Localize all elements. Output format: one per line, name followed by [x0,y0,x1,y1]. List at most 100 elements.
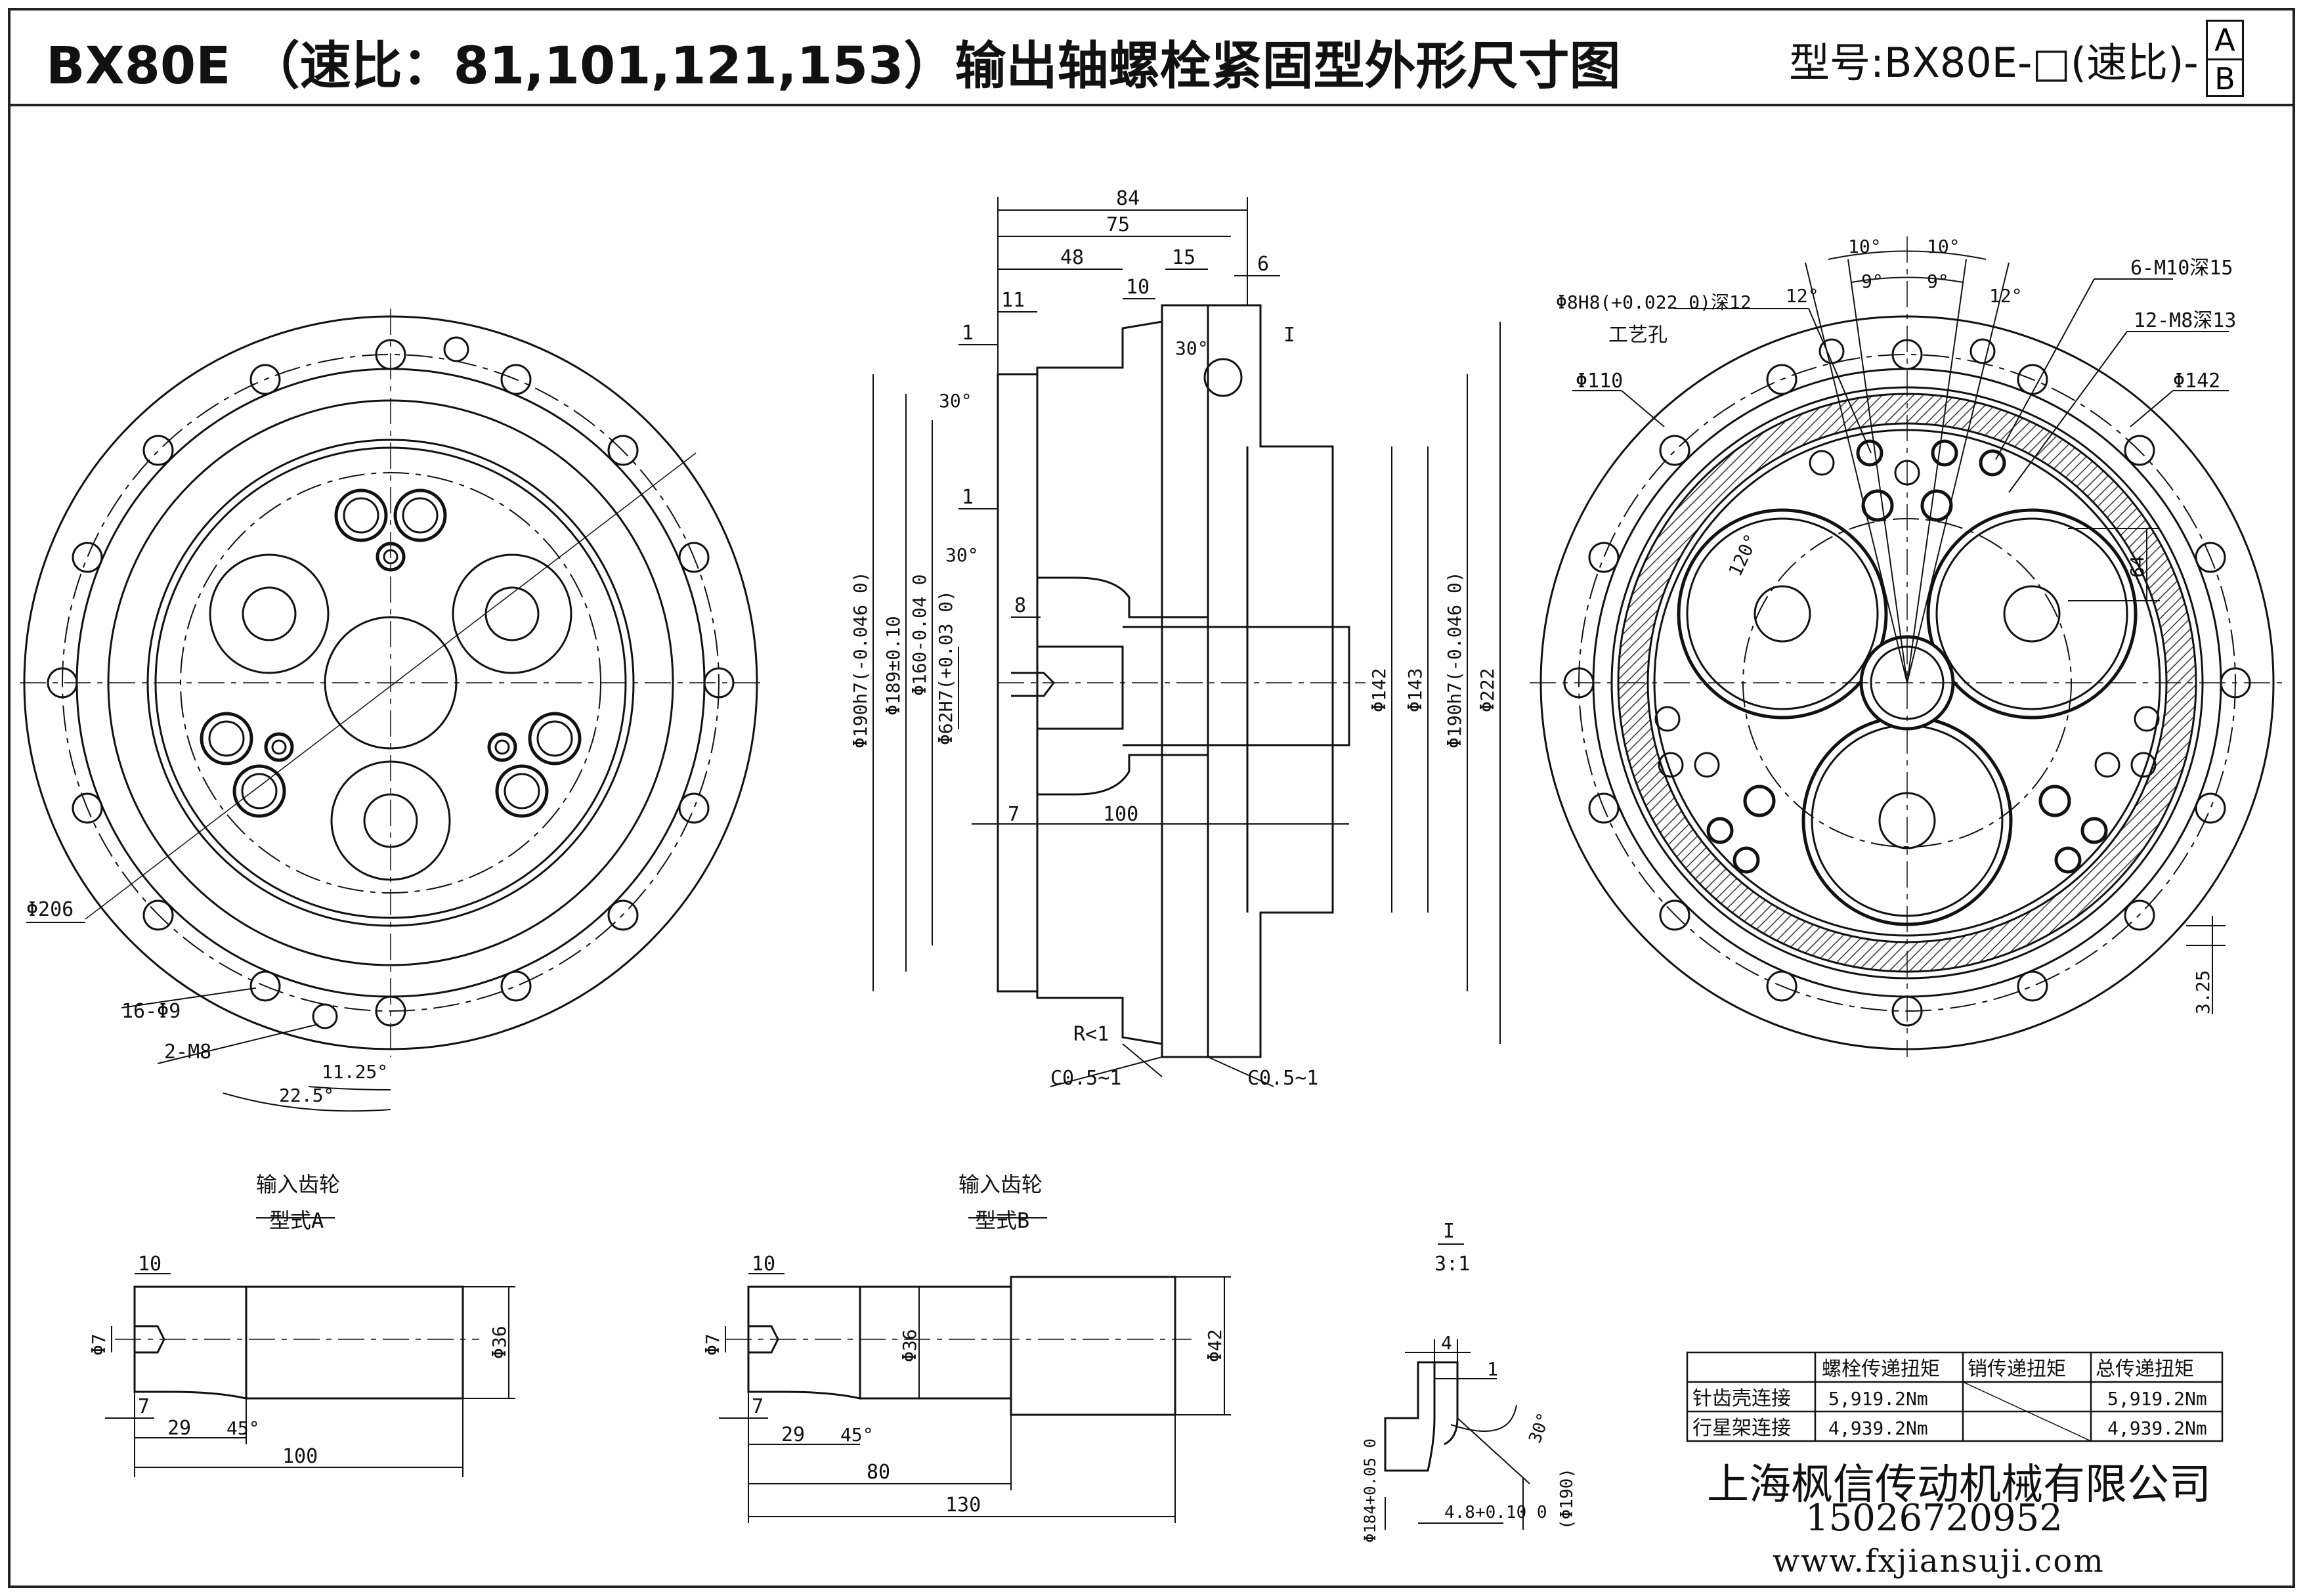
row2-name: 行星架连接 [1692,1417,1791,1440]
gear-a-d10: 10 [138,1253,161,1276]
sec-v160: Φ160-0.04 0 [909,574,930,696]
sec-d48: 48 [1060,246,1084,269]
rear-a12b: 12° [1989,285,2023,307]
planet-bore-1 [242,586,297,641]
sec-v190b: Φ190h7(-0.046 0) [1444,571,1465,748]
gear-a-d7v: Φ7 [88,1333,110,1356]
title-bar [8,8,2295,106]
detail-label: I [1443,1220,1455,1243]
gear-b-d7: 7 [752,1395,764,1418]
th-total: 总传递扭矩 [2096,1358,2194,1381]
sec-a30b: 30° [939,390,972,412]
planet-gear-1 [209,553,330,674]
rear-planet-1 [1677,508,1888,720]
detail-d1: 1 [1487,1358,1498,1380]
sec-d8: 8 [1014,594,1026,617]
planet-gear-2 [452,553,572,674]
rear-m10: 6-M10深15 [2130,257,2233,280]
front-m8: 2-M8 [164,1041,211,1064]
front-a225: 22.5° [279,1085,334,1106]
sec-d84: 84 [1116,187,1140,210]
rear-d8h8: Φ8H8(+0.022 0)深12 [1556,291,1752,313]
th-bolt: 螺栓传递扭矩 [1822,1358,1940,1381]
detail-d190: (Φ190) [1557,1468,1577,1530]
rear-d142: Φ142 [2173,370,2220,393]
rear-a10a: 10° [1848,236,1882,257]
front-d206: Φ206 [26,898,74,921]
rear-m8: 12-M8深13 [2134,309,2236,332]
detail-i-drawing [1384,1243,1530,1530]
gear-b-labels: 输入齿轮 型式B 10 Φ7 Φ36 Φ42 7 29 45° 80 130 [702,1172,1226,1517]
sec-v142: Φ142 [1368,668,1390,712]
drawing-border [8,8,2295,1588]
row1-total: 5,919.2Nm [2107,1388,2207,1410]
sec-d100: 100 [1103,803,1138,826]
sec-v222: Φ222 [1476,668,1498,712]
gear-a-heading: 输入齿轮 [256,1172,340,1197]
row2-bolt: 4,939.2Nm [1828,1417,1928,1439]
sec-c05b: C0.5~1 [1247,1067,1318,1090]
gear-a-a45: 45° [226,1417,260,1439]
sec-v190a: Φ190h7(-0.046 0) [850,571,871,748]
sec-d10: 10 [1126,276,1150,299]
gear-b-d36: Φ36 [899,1329,920,1362]
front-view-labels: Φ206 16-Φ9 2-M8 11.25° 22.5° [26,898,388,1106]
th-pin: 销传递扭矩 [1968,1358,2066,1381]
gear-b-heading: 输入齿轮 [958,1172,1043,1197]
rear-a9b: 9° [1927,270,1949,292]
company-name: 上海枫信传动机械有限公司 [1707,1461,2211,1509]
sec-d15: 15 [1172,246,1195,269]
detail-d48: 4.8+0.10 0 [1444,1503,1547,1522]
detail-d4: 4 [1441,1332,1452,1354]
gear-a-labels: 输入齿轮 型式A 10 Φ7 Φ36 7 29 45° 100 [88,1172,510,1468]
rear-a12a: 12° [1786,285,1819,307]
gear-a-d29: 29 [167,1417,191,1440]
sec-d1a: 1 [962,322,974,345]
torque-table-text: 螺栓传递扭矩 销传递扭矩 总传递扭矩 针齿壳连接 5,919.2Nm 5,919… [1692,1358,2207,1440]
gear-b-d80: 80 [867,1461,890,1484]
drawing-title: BX80E （速比：81,101,121,153）输出轴螺栓紧固型外形尺寸图 [46,37,1621,96]
gear-a-d100: 100 [282,1445,318,1468]
rear-bolt-holes [1654,439,2160,874]
row2-total: 4,939.2Nm [2107,1417,2207,1439]
sec-a30a: 30° [1175,337,1209,359]
sec-d11: 11 [1001,289,1025,312]
torque-table [1686,1351,2224,1442]
rear-view [1530,236,2285,1057]
rear-gyk: 工艺孔 [1608,324,1668,347]
gear-a-d36: Φ36 [488,1326,510,1359]
detail-a30: 30° [1525,1410,1554,1446]
rear-a10b: 10° [1927,236,1960,257]
detail-i-labels: I 3:1 4 1 30° Φ184+0.05 0 4.8+0.10 0 (Φ1… [1361,1220,1577,1543]
gear-b-d29: 29 [781,1423,805,1446]
rear-d64: 64 [2126,555,2148,578]
sec-v189: Φ189±0.10 [882,616,904,716]
gear-b-d7v: Φ7 [702,1333,723,1356]
model-option-b: B [2214,61,2235,97]
detail-d184: Φ184+0.05 0 [1361,1438,1379,1543]
front-a1125: 11.25° [322,1061,388,1083]
sec-d6: 6 [1257,253,1269,276]
gear-b-a45: 45° [840,1424,874,1446]
row1-name: 针齿壳连接 [1692,1387,1791,1410]
sec-v62: Φ62H7(+0.03 0) [935,590,957,745]
detail-scale: 3:1 [1434,1253,1470,1276]
sec-d1b: 1 [962,486,974,509]
sec-d75: 75 [1106,213,1130,236]
front-view [20,309,762,1112]
row1-bolt: 5,919.2Nm [1828,1388,1928,1410]
section-view-labels: 84 75 48 15 10 6 11 1 1 8 7 100 30° 30° … [850,187,1498,1090]
gear-a-d7: 7 [138,1395,150,1418]
rear-a9a: 9° [1861,270,1883,292]
sec-v143: Φ143 [1404,668,1426,712]
gear-a-drawing [105,1217,515,1477]
company-website: www.fxjiansuji.com [1773,1543,2105,1580]
model-label: 型号:BX80E-□(速比)- [1789,39,2199,87]
sec-a30c: 30° [945,544,979,566]
planet-bore-2 [484,586,540,641]
model-option-a: A [2208,22,2242,60]
front-holes16: 16-Φ9 [121,1000,181,1023]
model-option-box: A B [2206,20,2244,97]
